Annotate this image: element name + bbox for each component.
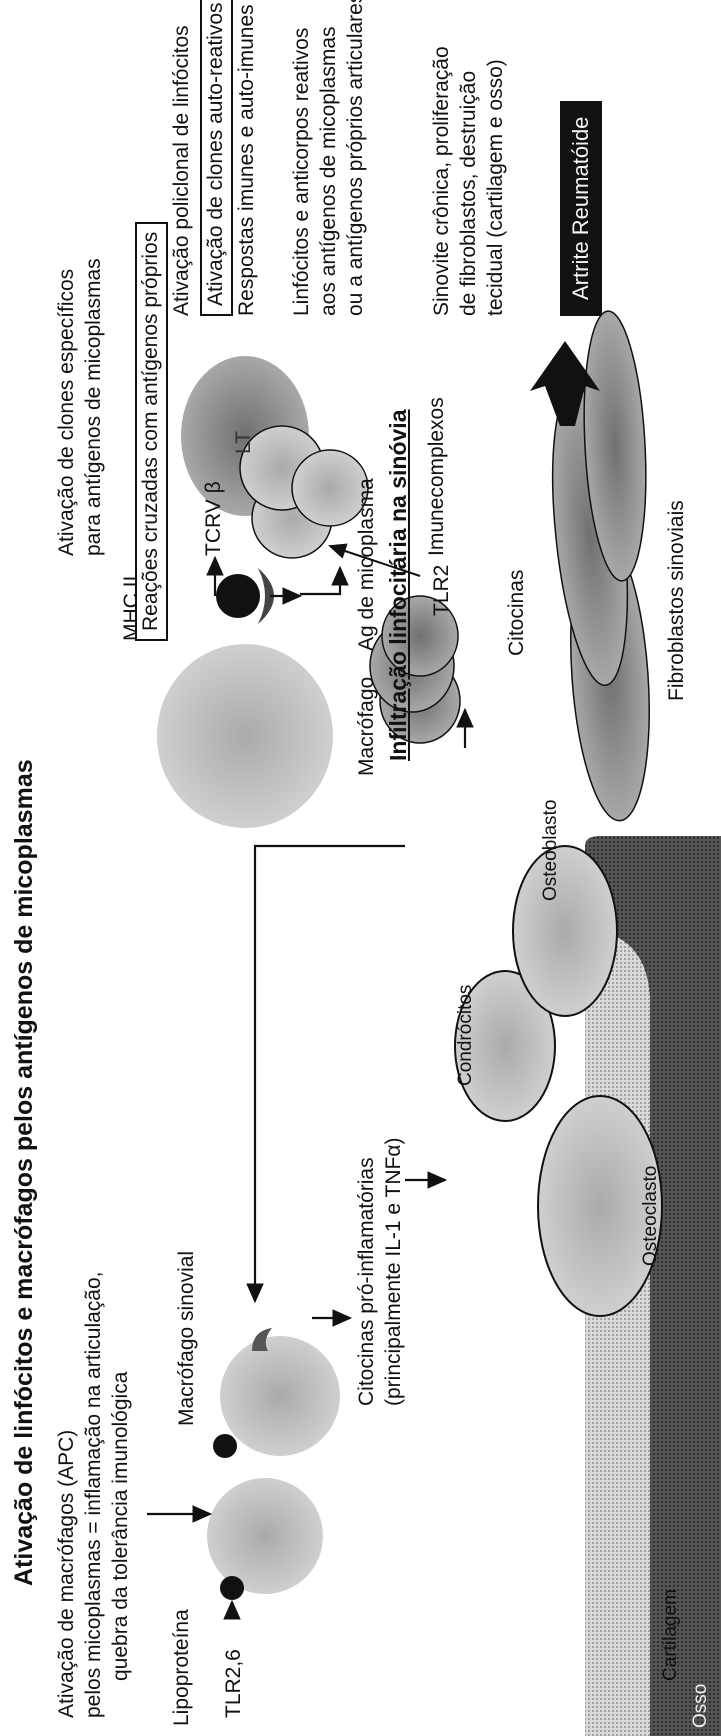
tlr-receptor-b xyxy=(213,1434,237,1458)
linfocitos-line-2: aos antígenos de micoplasmas xyxy=(317,27,342,317)
sinovite-line-1: Sinovite crônica, proliferação xyxy=(430,46,455,316)
osteoclasto-label: Osteoclasto xyxy=(640,1166,662,1266)
policlonal-label: Ativação policlonal de linfócitos xyxy=(170,25,195,316)
respostas-label: Respostas imunes e auto-imunes xyxy=(235,4,260,316)
tlr-receptor-a xyxy=(220,1576,244,1600)
infiltracao-label: Infiltração linfocitária na sinóvia xyxy=(385,410,412,761)
macrofago-label: Macrófago xyxy=(355,677,380,776)
apc-line-2: pelos micoplasmas = inflamação na articu… xyxy=(82,1272,107,1718)
clones-line-2: para antígenos de micoplasmas xyxy=(82,258,107,556)
apc-line-3: quebra da tolerância imunológica xyxy=(109,1372,134,1681)
citocinas-label: Citocinas xyxy=(505,570,530,656)
page-title: Ativação de linfócitos e macrófagos pelo… xyxy=(10,759,40,1586)
osteoblasto-label-tissue: Osteoblasto xyxy=(540,800,562,901)
cartilagem-label: Cartilagem xyxy=(660,1589,682,1681)
apc-line-1: Ativação de macrófagos (APC) xyxy=(55,1430,80,1718)
macrofago-sinovial-label: Macrófago sinovial xyxy=(175,1251,200,1426)
lt-label-center: LT xyxy=(232,431,257,454)
linfocitos-line-1: Linfócitos e anticorpos reativos xyxy=(290,28,315,316)
macrophage-cell-a xyxy=(207,1478,323,1594)
artrite-reumatoide-banner: Artrite Reumatóide xyxy=(560,101,602,316)
ag-micoplasma-label: Ag de micoplasma xyxy=(355,478,380,651)
citocinas-pro-line-2: (principalmente IL-1 e TNFα) xyxy=(382,1137,407,1406)
macrophage-cell-b xyxy=(220,1336,340,1456)
condrocitos-label: Condrócitos xyxy=(455,985,477,1086)
linfocitos-line-3: ou a antígenos próprios articulares xyxy=(344,0,369,316)
fibroblastos-label: Fibroblastos sinoviais xyxy=(665,500,690,701)
imunecomplexos-label: Imunecomplexos xyxy=(425,397,450,556)
center-macrophage-cell xyxy=(157,644,333,828)
reacoes-cruzadas-box: Reações cruzadas com antígenos próprios xyxy=(135,222,168,641)
lipoproteina-label: Lipoproteína xyxy=(170,1609,195,1726)
autoreativos-box: Ativação de clones auto-reativos xyxy=(200,0,233,316)
clones-line-1: Ativação de clones específicos xyxy=(55,269,80,556)
chondrocyte-cell-2 xyxy=(513,846,617,1016)
sinovite-line-3: tecidual (cartilagem e osso) xyxy=(484,59,509,316)
tlr2-label: TLR2 xyxy=(430,565,455,616)
citocinas-pro-line-1: Citocinas pró-inflamatórias xyxy=(355,1157,380,1406)
tlr26-label: TLR2,6 xyxy=(222,1649,247,1718)
antigen-bead xyxy=(216,574,260,618)
tcrv-label: TCRV β xyxy=(202,481,227,556)
osso-label: Osso xyxy=(690,1684,712,1728)
sinovite-line-2: de fibroblastos, destruição xyxy=(457,71,482,316)
